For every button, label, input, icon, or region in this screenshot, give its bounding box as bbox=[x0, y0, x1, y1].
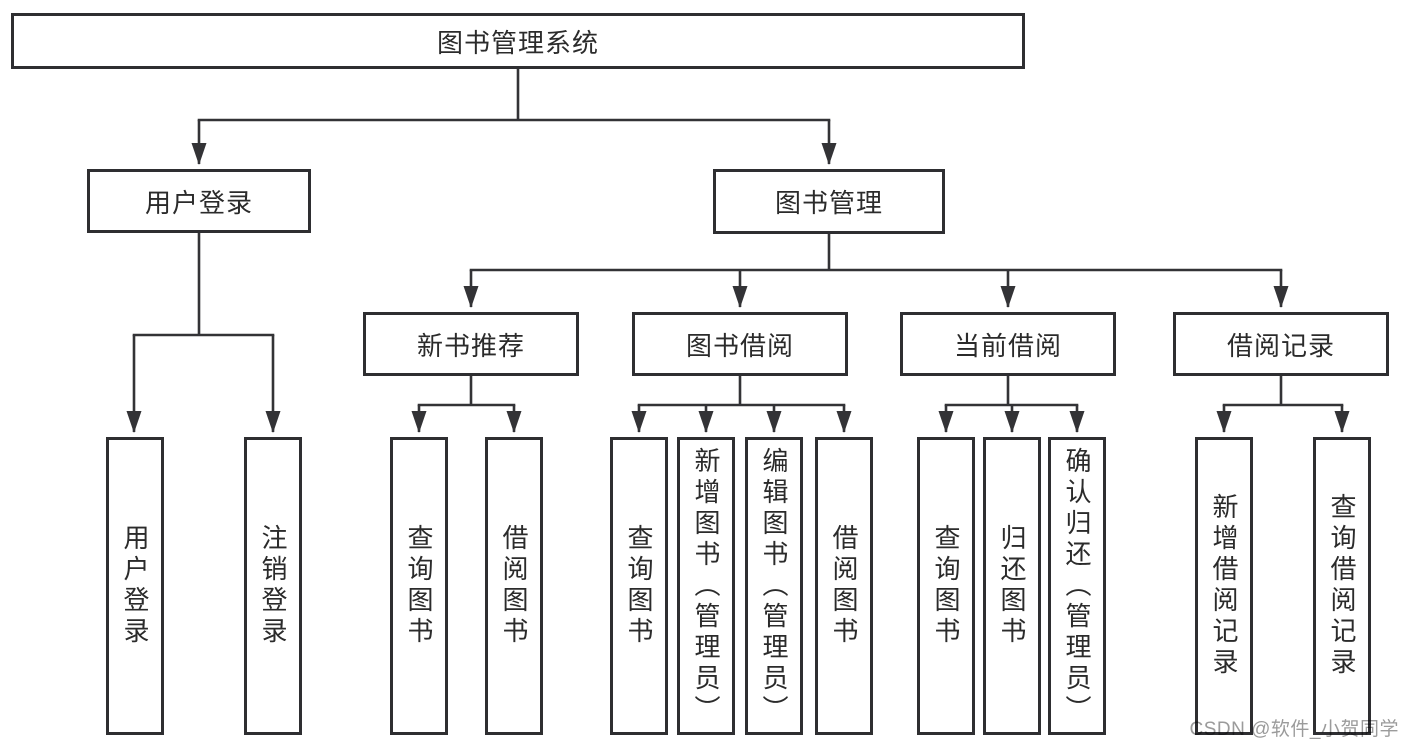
leaf-query-books: 查询图书 bbox=[917, 437, 975, 735]
leaf-label: 注销登录 bbox=[258, 524, 288, 648]
node-label: 图书管理系统 bbox=[436, 27, 599, 58]
leaf-logout: 注销登录 bbox=[244, 437, 302, 735]
node-book-management: 图书管理 bbox=[713, 169, 945, 234]
node-library-management-system: 图书管理系统 bbox=[11, 13, 1025, 69]
leaf-edit-book-admin: 编辑图书（管理员） bbox=[745, 437, 803, 735]
leaf-label: 编辑图书（管理员） bbox=[759, 446, 789, 726]
leaf-add-book-admin: 新增图书（管理员） bbox=[677, 437, 735, 735]
csdn-watermark: CSDN @软件_小贺同学 bbox=[1189, 719, 1399, 740]
leaf-query-borrow-record: 查询借阅记录 bbox=[1313, 437, 1371, 735]
leaf-confirm-return-admin: 确认归还（管理员） bbox=[1048, 437, 1106, 735]
node-current-borrowing: 当前借阅 bbox=[900, 312, 1116, 376]
leaf-borrow-books: 借阅图书 bbox=[485, 437, 543, 735]
leaf-query-books: 查询图书 bbox=[390, 437, 448, 735]
node-borrowing-records: 借阅记录 bbox=[1173, 312, 1389, 376]
leaf-return-book: 归还图书 bbox=[983, 437, 1041, 735]
leaf-label: 查询图书 bbox=[931, 524, 961, 648]
leaf-label: 用户登录 bbox=[120, 524, 150, 648]
node-label: 借阅记录 bbox=[1226, 330, 1335, 361]
leaf-label: 确认归还（管理员） bbox=[1062, 446, 1092, 726]
node-book-borrowing: 图书借阅 bbox=[632, 312, 848, 376]
leaf-label: 新增图书（管理员） bbox=[691, 446, 721, 726]
leaf-label: 借阅图书 bbox=[829, 524, 859, 648]
leaf-label: 查询图书 bbox=[404, 524, 434, 648]
leaf-user-login: 用户登录 bbox=[106, 437, 164, 735]
node-label: 用户登录 bbox=[144, 187, 253, 218]
leaf-add-borrow-record: 新增借阅记录 bbox=[1195, 437, 1253, 735]
leaf-label: 归还图书 bbox=[997, 524, 1027, 648]
node-new-book-recommendation: 新书推荐 bbox=[363, 312, 579, 376]
leaf-label: 借阅图书 bbox=[499, 524, 529, 648]
node-label: 新书推荐 bbox=[416, 330, 525, 361]
node-label: 图书管理 bbox=[774, 188, 883, 218]
leaf-label: 新增借阅记录 bbox=[1209, 493, 1239, 679]
leaf-borrow-books: 借阅图书 bbox=[815, 437, 873, 735]
node-label: 图书借阅 bbox=[685, 330, 794, 361]
leaf-label: 查询图书 bbox=[624, 524, 654, 648]
leaf-query-books: 查询图书 bbox=[610, 437, 668, 735]
node-label: 当前借阅 bbox=[953, 330, 1062, 361]
node-user-login: 用户登录 bbox=[87, 169, 311, 233]
leaf-label: 查询借阅记录 bbox=[1327, 493, 1357, 679]
